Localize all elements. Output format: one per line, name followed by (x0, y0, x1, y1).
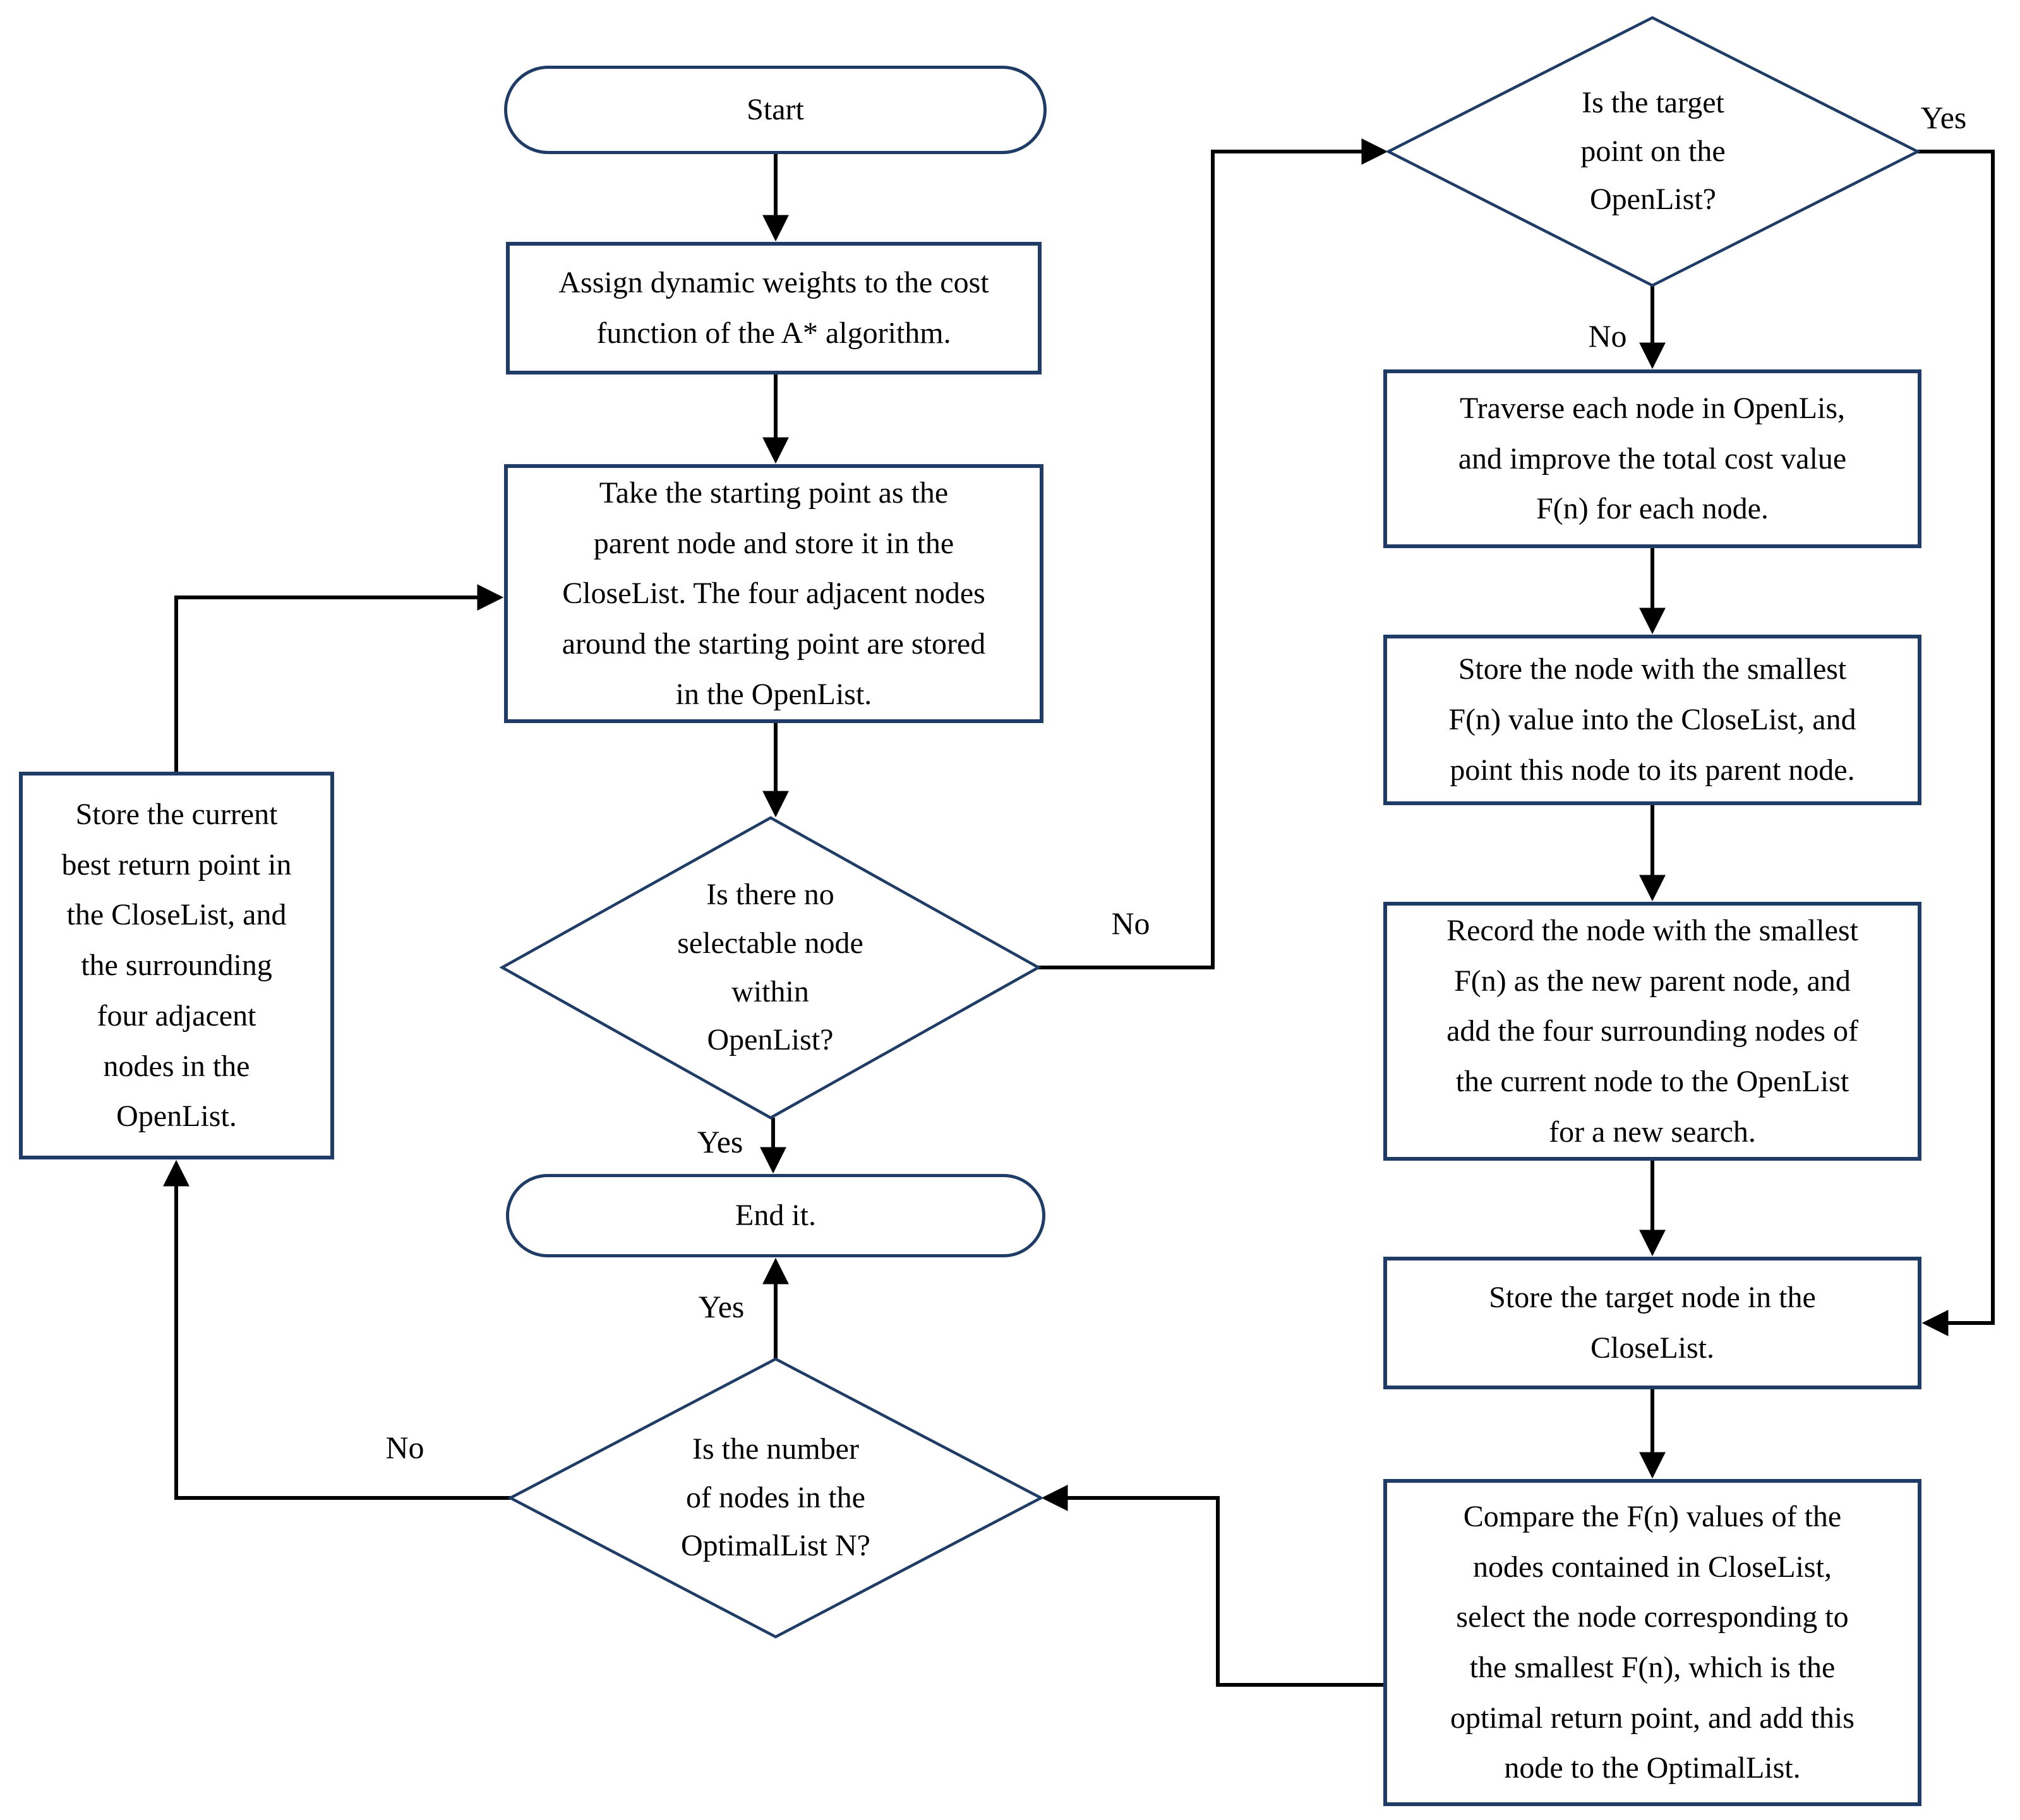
compare-fn-values-box: Compare the F(n) values of the nodes con… (1383, 1479, 1921, 1806)
assign-weights-box: Assign dynamic weights to the cost funct… (506, 242, 1042, 374)
edge-optimal-no-to-store-best (163, 1159, 510, 1500)
store-best-return-box: Store the current best return point in t… (19, 772, 334, 1159)
start-terminator: Start (504, 66, 1047, 154)
traverse-openlist-box: Traverse each node in OpenLis, and impro… (1383, 369, 1921, 548)
edge-compare-to-optimal-decision (1041, 1485, 1383, 1687)
edge-label-target-yes: Yes (1920, 100, 1967, 135)
target-on-openlist-decision-label: Is the target point on the OpenList? (1580, 85, 1726, 217)
edge-label-selectable-yes: Yes (697, 1124, 743, 1159)
target-on-openlist-decision-shape (1385, 16, 1921, 287)
edge-label-selectable-no: No (1111, 906, 1150, 941)
end-terminator: End it. (506, 1174, 1045, 1257)
optimal-count-decision-label: Is the number of nodes in the OptimalLis… (681, 1432, 870, 1563)
optimal-count-decision-shape (507, 1357, 1044, 1639)
edge-label-optimal-yes: Yes (698, 1289, 745, 1324)
take-starting-point-box: Take the starting point as the parent no… (504, 464, 1043, 723)
selectable-node-decision-label: Is there no selectable node within OpenL… (677, 877, 863, 1057)
store-target-node-box: Store the target node in the CloseList. (1383, 1257, 1921, 1389)
edge-selectable-no-to-target-decision (1038, 138, 1388, 969)
edge-label-target-no: No (1588, 318, 1627, 354)
record-parent-node-box: Record the node with the smallest F(n) a… (1383, 902, 1921, 1161)
store-smallest-fn-box: Store the node with the smallest F(n) va… (1383, 635, 1921, 805)
edge-store-best-to-take (174, 584, 504, 772)
selectable-node-decision-shape (499, 816, 1042, 1120)
edge-target-yes-to-store-target (1918, 150, 1995, 1336)
edge-label-optimal-no: No (385, 1430, 424, 1465)
